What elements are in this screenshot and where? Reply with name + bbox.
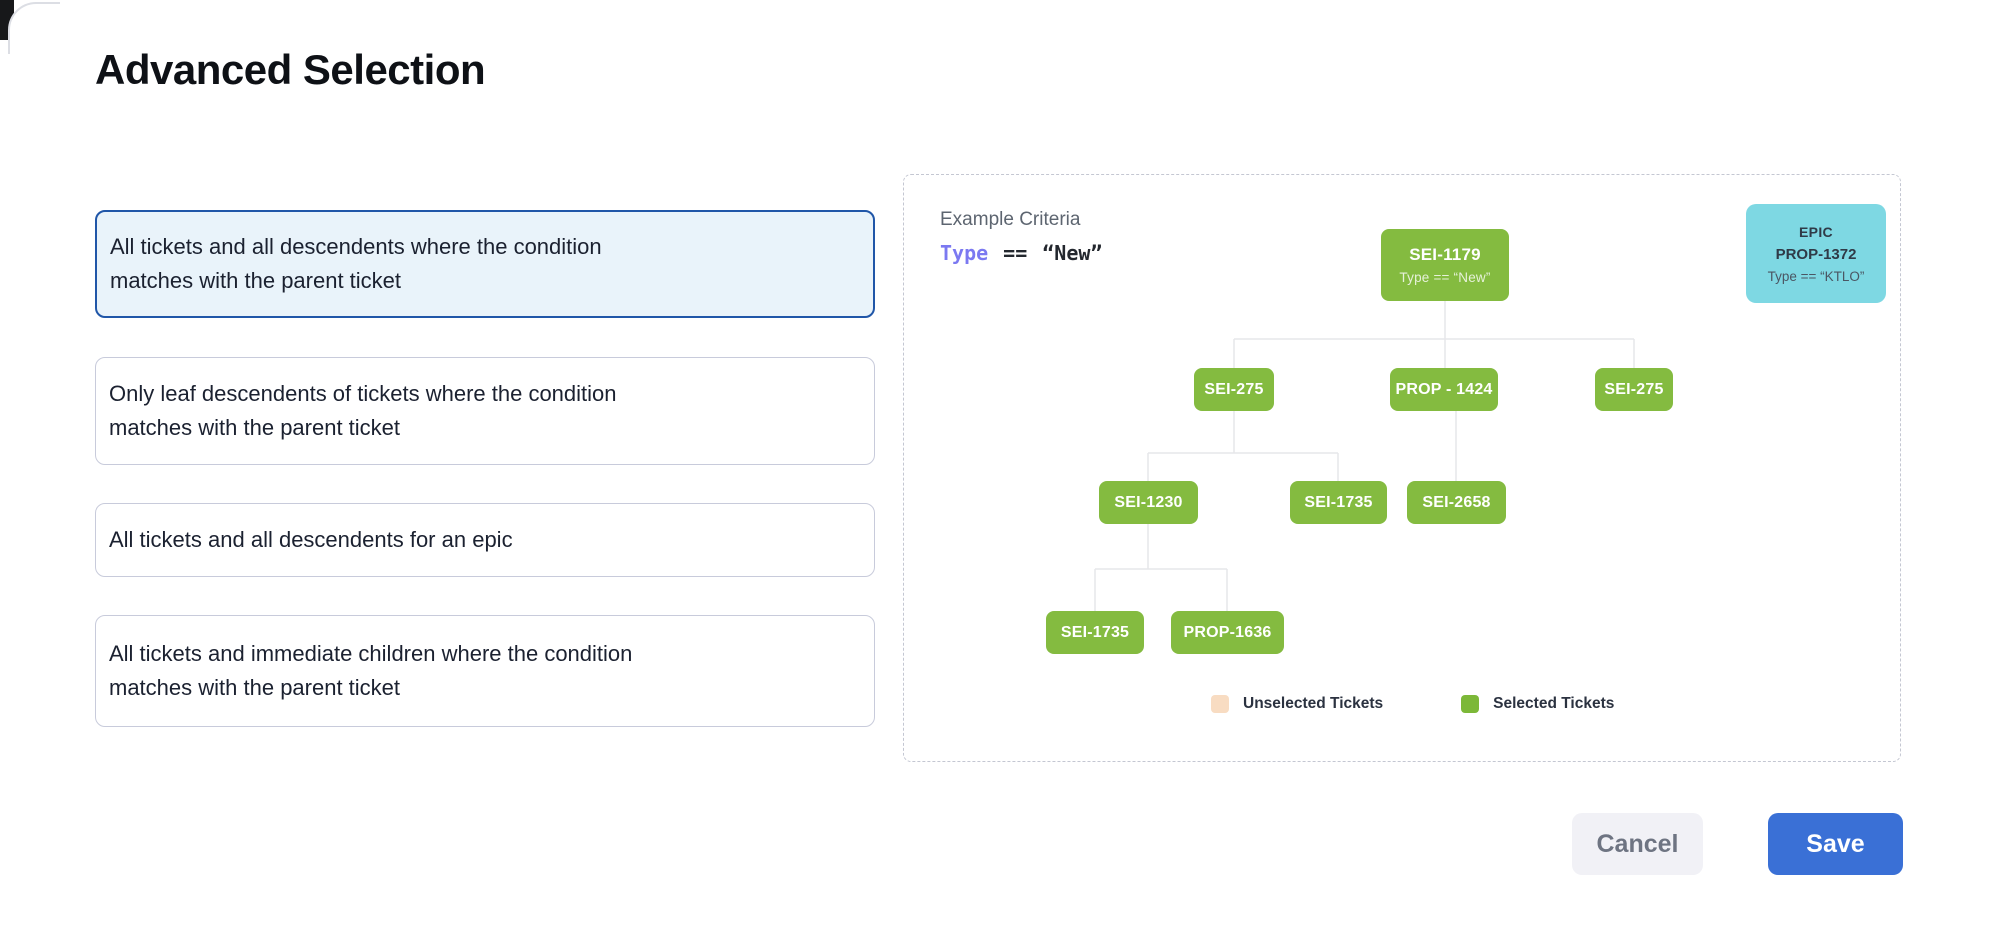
criteria-operator: == xyxy=(1003,241,1028,265)
tree-node: PROP - 1424 xyxy=(1390,368,1498,411)
tree-node-id: SEI-275 xyxy=(1604,380,1664,398)
criteria-expression: Type == “New” xyxy=(940,241,1102,265)
tree-node-id: SEI-1735 xyxy=(1060,623,1130,641)
epic-card: EPIC PROP-1372 Type == “KTLO” xyxy=(1746,204,1886,303)
tree-node-id: SEI-1735 xyxy=(1304,493,1373,511)
tree-node-root: SEI-1179 Type == “New” xyxy=(1381,229,1509,301)
option-card-immediate-children-condition[interactable]: All tickets and immediate children where… xyxy=(95,615,875,727)
tree-node: SEI-1230 xyxy=(1099,481,1198,524)
tree-node-id: PROP-1636 xyxy=(1183,623,1272,641)
legend-label-selected: Selected Tickets xyxy=(1493,695,1615,712)
example-preview-panel: Example Criteria Type == “New” SEI-1179 … xyxy=(903,174,1901,762)
option-card-leaf-descendents-condition[interactable]: Only leaf descendents of tickets where t… xyxy=(95,357,875,465)
legend-item-unselected: Unselected Tickets xyxy=(1211,695,1383,713)
tree-node-id: SEI-2658 xyxy=(1422,493,1491,511)
option-label: All tickets and immediate children where… xyxy=(109,641,633,700)
tree-node-id: SEI-1230 xyxy=(1114,493,1183,511)
tree-node: PROP-1636 xyxy=(1171,611,1284,654)
save-button[interactable]: Save xyxy=(1768,813,1903,875)
cancel-button[interactable]: Cancel xyxy=(1572,813,1703,875)
example-criteria-label: Example Criteria xyxy=(940,209,1081,230)
tree-connector-lines xyxy=(1094,301,1635,611)
criteria-value: “New” xyxy=(1042,241,1103,265)
criteria-field: Type xyxy=(940,241,989,265)
option-label: Only leaf descendents of tickets where t… xyxy=(109,381,617,440)
epic-id: PROP-1372 xyxy=(1775,245,1857,263)
tree-node: SEI-275 xyxy=(1194,368,1274,411)
epic-kind-label: EPIC xyxy=(1799,223,1833,240)
legend: Unselected Tickets Selected Tickets xyxy=(1211,695,1614,713)
option-card-all-descendents-condition[interactable]: All tickets and all descendents where th… xyxy=(95,210,875,318)
tree-node: SEI-1735 xyxy=(1046,611,1144,654)
window-corner xyxy=(8,2,60,54)
legend-label-unselected: Unselected Tickets xyxy=(1243,695,1384,712)
tree-node: SEI-2658 xyxy=(1407,481,1506,524)
option-card-all-descendents-epic[interactable]: All tickets and all descendents for an e… xyxy=(95,503,875,577)
option-label: All tickets and all descendents for an e… xyxy=(109,527,513,552)
page-title: Advanced Selection xyxy=(95,46,486,93)
tree-node-id: SEI-1179 xyxy=(1409,245,1481,264)
tree-node-id: SEI-275 xyxy=(1204,380,1264,398)
tree-node-id: PROP - 1424 xyxy=(1395,380,1493,398)
unselected-tickets-swatch xyxy=(1211,695,1229,713)
tree-node: SEI-1735 xyxy=(1290,481,1387,524)
selected-tickets-swatch xyxy=(1461,695,1480,713)
tree-node: SEI-275 xyxy=(1595,368,1673,411)
option-label: All tickets and all descendents where th… xyxy=(110,234,602,293)
legend-item-selected: Selected Tickets xyxy=(1461,695,1614,713)
epic-condition: Type == “KTLO” xyxy=(1767,268,1865,284)
tree-node-condition: Type == “New” xyxy=(1399,270,1491,285)
